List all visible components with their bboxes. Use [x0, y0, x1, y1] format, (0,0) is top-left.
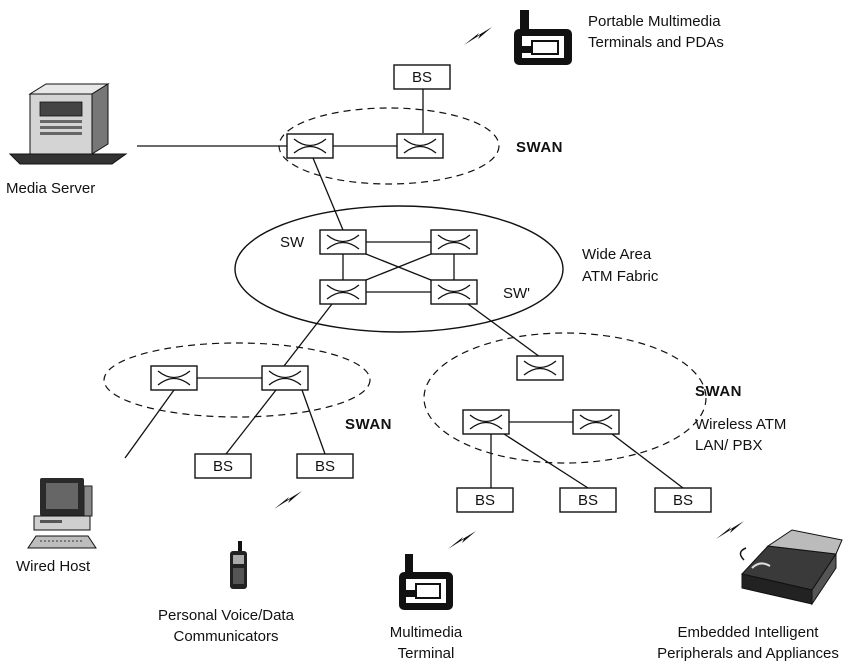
embedded-peripherals-label-line1: Embedded Intelligent: [678, 624, 820, 641]
atm-switch-icon: [286, 133, 334, 159]
radio-link-icon: [448, 531, 476, 549]
swan-right-region: [423, 332, 707, 464]
sw-label: SW: [280, 234, 305, 251]
bs-label: BS: [213, 458, 233, 475]
wireless-atm-label-line1: Wireless ATM: [695, 416, 786, 433]
atm-switch-icon: [319, 229, 367, 255]
fax-machine-icon: [739, 529, 843, 606]
swan-label-left: SWAN: [345, 416, 392, 433]
atm-switch-icon: [396, 133, 444, 159]
bs-label: BS: [475, 492, 495, 509]
radio-link-icon: [464, 27, 492, 45]
base-station: BS: [456, 487, 514, 513]
personal-communicators-label-line2: Communicators: [173, 628, 278, 645]
atm-switch-icon: [150, 365, 198, 391]
server-icon: [8, 83, 128, 165]
portable-terminal-icon: [399, 554, 453, 610]
sw-prime-label: SW': [503, 285, 530, 302]
atm-switch-icon: [572, 409, 620, 435]
multimedia-terminal-label-line1: Multimedia: [390, 624, 463, 641]
multimedia-terminal-label-line2: Terminal: [398, 645, 455, 662]
portable-terminals-label-line1: Portable Multimedia: [588, 13, 721, 30]
bs-label: BS: [412, 69, 432, 86]
cell-phone-icon: [230, 541, 247, 589]
wired-host-label: Wired Host: [16, 558, 91, 575]
personal-communicators-label-line1: Personal Voice/Data: [158, 607, 295, 624]
base-station: BS: [559, 487, 617, 513]
swan-label-top: SWAN: [516, 139, 563, 156]
bs-label: BS: [578, 492, 598, 509]
base-station: BS: [194, 453, 252, 479]
atm-switch-icon: [430, 229, 478, 255]
wireless-atm-label-line2: LAN/ PBX: [695, 437, 763, 454]
connection-lines: [124, 89, 684, 489]
radio-link-icon: [716, 521, 744, 539]
atm-switch-icon: [319, 279, 367, 305]
swan-label-right: SWAN: [695, 383, 742, 400]
wide-area-label-line2: ATM Fabric: [582, 268, 659, 285]
base-station: BS: [393, 64, 451, 90]
atm-switch-icon: [462, 409, 510, 435]
portable-terminals-label-line2: Terminals and PDAs: [588, 34, 724, 51]
swan-top-region: [278, 107, 500, 185]
base-station: BS: [654, 487, 712, 513]
swan-left-region: [103, 342, 371, 418]
desktop-computer-icon: [27, 478, 97, 549]
atm-switch-icon: [516, 355, 564, 381]
atm-switch-icon: [430, 279, 478, 305]
bs-label: BS: [315, 458, 335, 475]
base-station: BS: [296, 453, 354, 479]
embedded-peripherals-label-line2: Peripherals and Appliances: [657, 645, 839, 662]
radio-link-icon: [274, 491, 302, 509]
portable-terminal-icon: [514, 10, 572, 65]
wide-area-atm-fabric-region: [234, 205, 564, 333]
wide-area-label-line1: Wide Area: [582, 246, 652, 263]
atm-switch-icon: [261, 365, 309, 391]
bs-label: BS: [673, 492, 693, 509]
media-server-label: Media Server: [6, 180, 95, 197]
